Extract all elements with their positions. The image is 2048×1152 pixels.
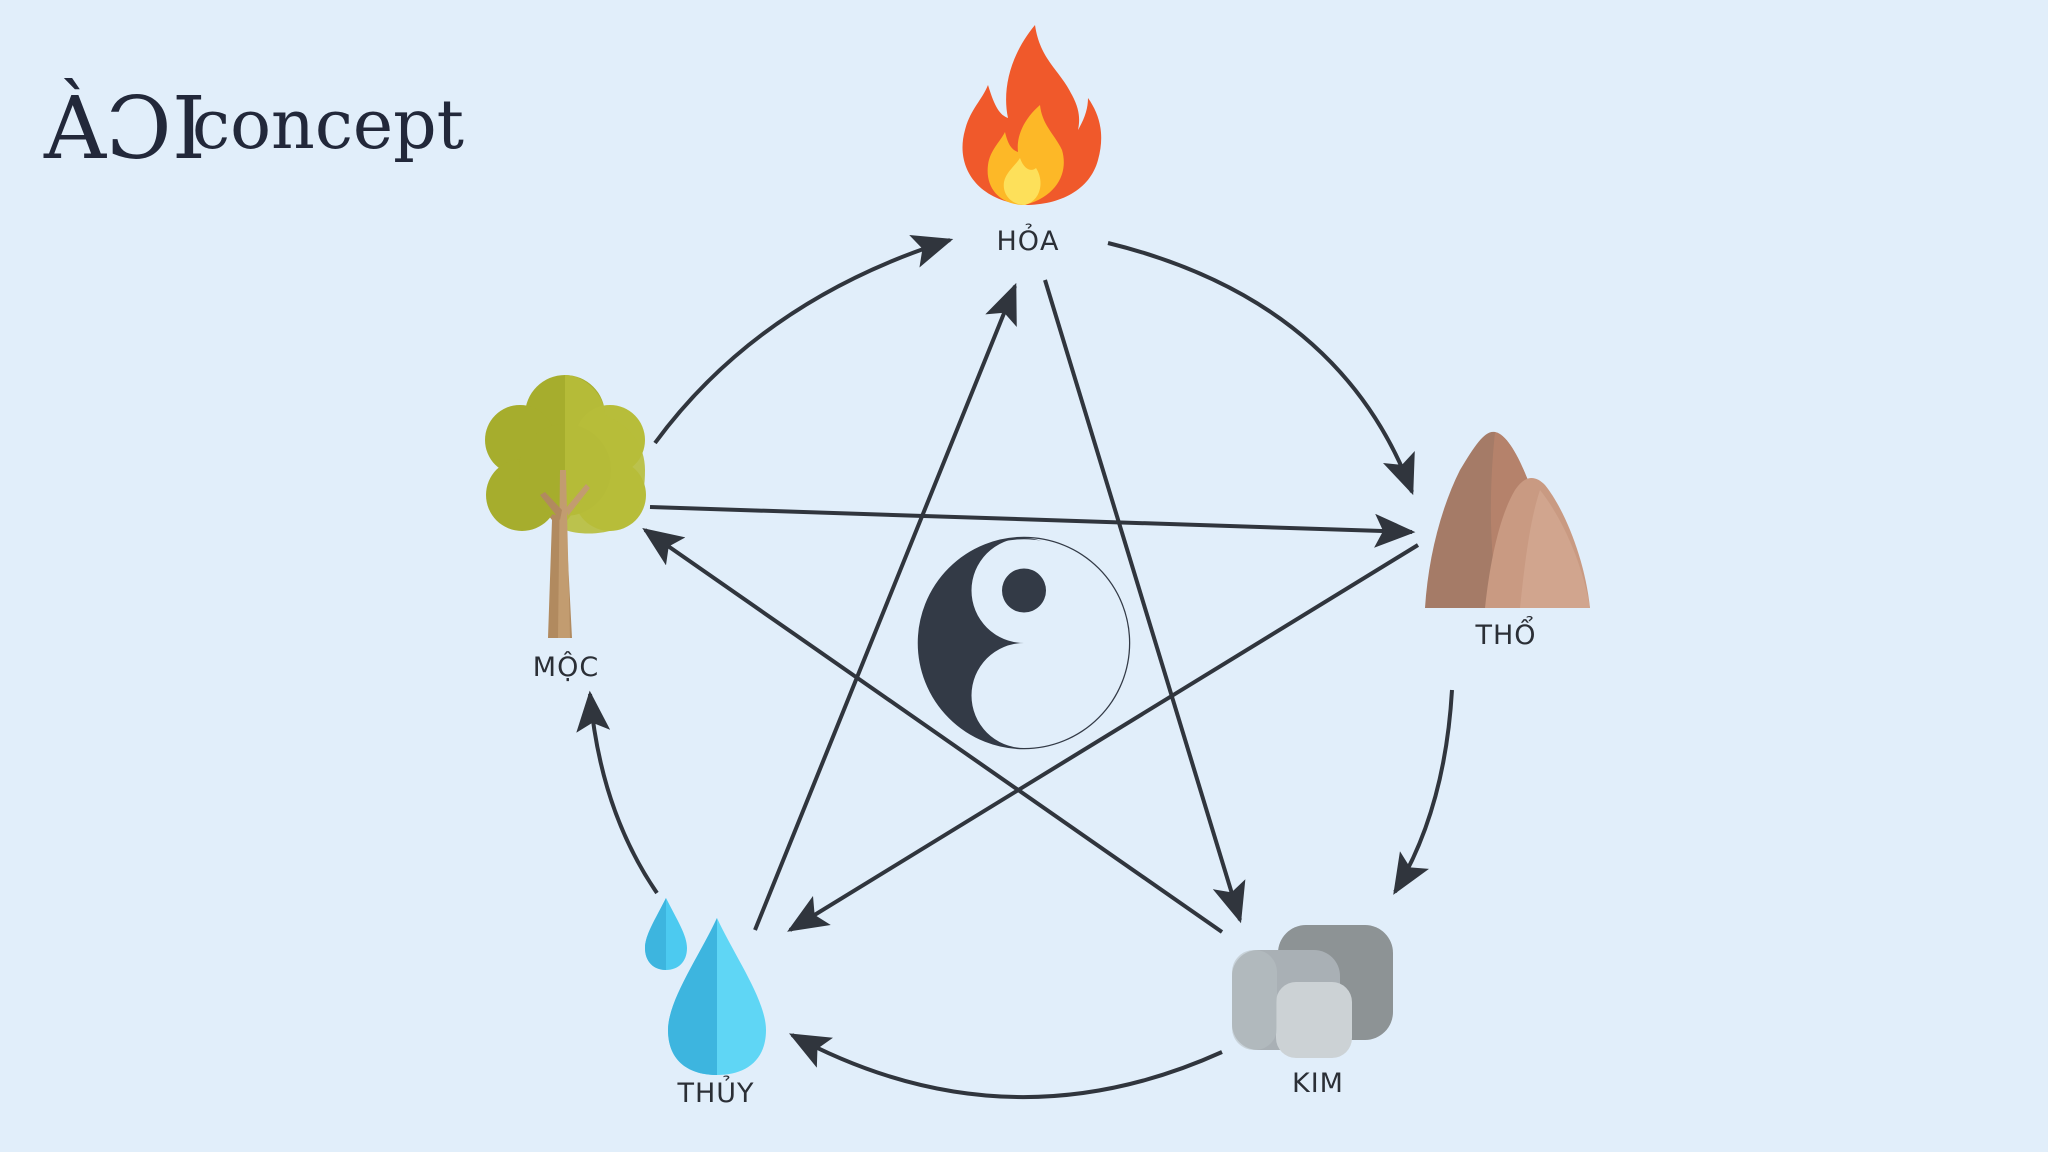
arrow-earth-to-metal: [1393, 689, 1454, 895]
water-drop-icon: [645, 898, 766, 1075]
tree-icon: [485, 375, 646, 638]
mountain-icon: [1425, 431, 1590, 608]
arrow-fire-to-metal: [1043, 279, 1246, 924]
arrow-wood-to-earth: [649, 505, 1416, 548]
arrow-fire-to-earth: [1107, 241, 1415, 496]
arrow-metal-to-wood: [642, 528, 1224, 934]
label-earth: THỔ: [1474, 616, 1536, 651]
arrow-water-to-fire: [753, 282, 1017, 931]
label-fire: HỎA: [996, 223, 1059, 257]
stones-icon: [1232, 925, 1393, 1058]
brand-mark: ÀƆI: [43, 78, 206, 179]
arrow-wood-to-fire: [653, 235, 954, 445]
brand-logo: ÀƆI concept: [43, 78, 464, 179]
fire-icon: [962, 25, 1102, 205]
arrow-metal-to-water: [789, 1033, 1223, 1100]
controlling-cycle: [642, 279, 1420, 934]
arrow-earth-to-water: [787, 543, 1420, 932]
label-water: THỦY: [676, 1075, 754, 1109]
yin-yang-icon: [917, 536, 1131, 750]
generating-cycle: [576, 235, 1454, 1100]
label-wood: MỘC: [533, 651, 599, 683]
arrow-water-to-wood: [576, 690, 659, 895]
label-metal: KIM: [1292, 1068, 1344, 1099]
brand-word: concept: [192, 86, 464, 165]
